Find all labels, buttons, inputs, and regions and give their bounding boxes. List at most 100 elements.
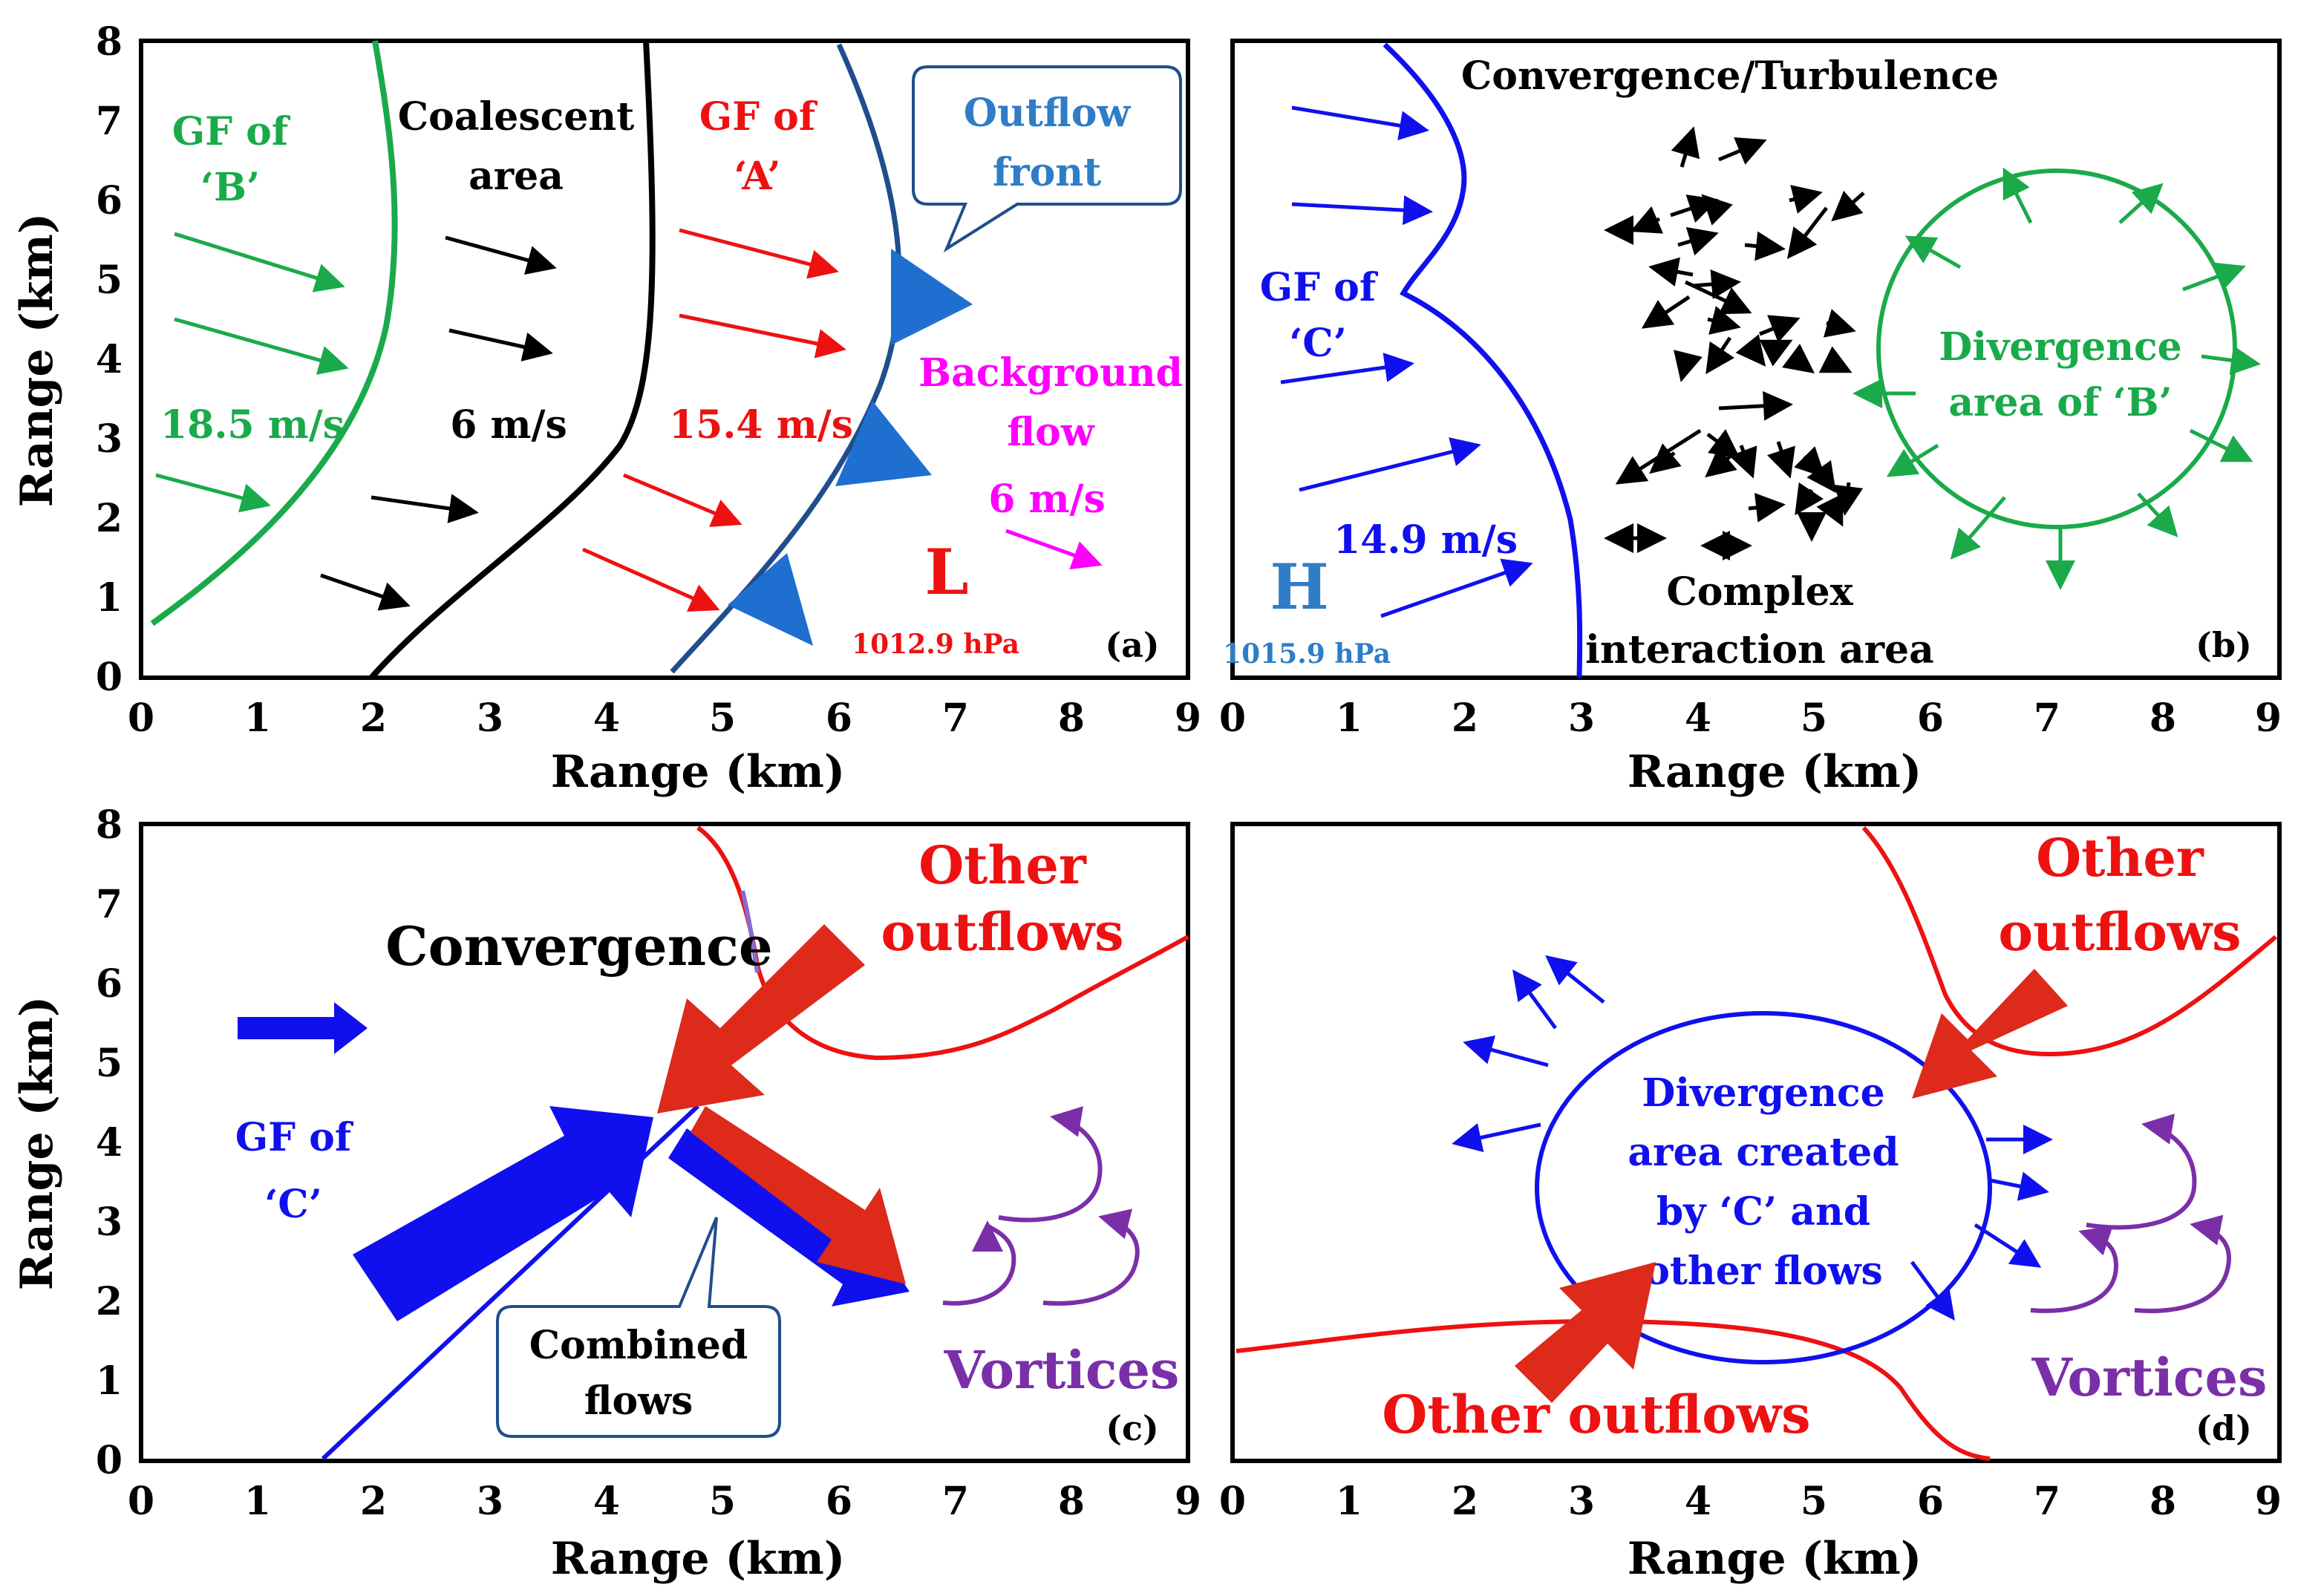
high-pressure-value: 1015.9 hPa — [1223, 638, 1391, 670]
wind-arrow — [371, 494, 479, 523]
vortex-arrow — [2134, 1214, 2231, 1313]
y-tick: 0 — [96, 655, 123, 700]
gf-b-label-2: ‘B’ — [200, 165, 260, 210]
other-outflow-boundary-overlap — [740, 890, 760, 973]
x-tick: 7 — [2034, 1479, 2060, 1524]
x-tick: 4 — [593, 1479, 620, 1524]
x-tick: 1 — [244, 696, 271, 741]
y-tick: 8 — [96, 19, 123, 65]
gf-c-arrows — [1280, 105, 1533, 618]
background-flow-arrow — [1005, 529, 1103, 569]
panel-b: 0 1 2 3 4 5 6 7 8 9 Range (km) GF of ‘C’… — [1219, 39, 2282, 798]
wind-arrow — [679, 228, 839, 279]
y-tick: 5 — [96, 258, 123, 303]
divergence-arrow — [1950, 496, 2006, 560]
wind-arrow — [445, 235, 557, 275]
x-tick: 0 — [1219, 1479, 1246, 1524]
background-flow-label-1: Background — [918, 350, 1183, 396]
wind-arrow — [155, 473, 271, 513]
wind-arrow — [1291, 105, 1429, 140]
x-tick: 9 — [1175, 696, 1201, 741]
low-pressure-value: 1012.9 hPa — [852, 629, 1019, 660]
panel-a: 0 1 2 3 4 5 6 7 8 0 1 2 3 4 5 6 7 8 9 Ra… — [11, 19, 1201, 798]
x-tick: 3 — [477, 1479, 503, 1524]
x-tick: 1 — [244, 1479, 271, 1524]
divergence-arrow — [1974, 1223, 2042, 1268]
divergence-d-label-4: other flows — [1644, 1249, 1883, 1294]
y-tick: 2 — [96, 1279, 123, 1324]
vortices-c-label: Vortices — [944, 1339, 1180, 1401]
x-tick: 3 — [477, 696, 503, 741]
vortex-arrow — [1042, 1209, 1140, 1306]
vortex-arrow — [998, 1106, 1103, 1223]
turbulence-arrow — [1833, 482, 1864, 516]
divergence-arrow — [1463, 1035, 1549, 1067]
turbulence-arrow — [1648, 257, 1694, 287]
vortex-arrow — [2086, 1113, 2197, 1230]
small-blue-arrow — [238, 1002, 368, 1054]
divergence-b-label-2: area of ‘B’ — [1948, 380, 2172, 425]
x-tick: 0 — [128, 696, 154, 741]
x-tick: 5 — [1801, 696, 1827, 741]
complex-label-2: interaction area — [1585, 627, 1934, 673]
turbulence-arrow — [1706, 429, 1740, 459]
low-pressure-symbol: L — [924, 535, 968, 609]
panel-b-tag: (b) — [2196, 625, 2252, 665]
y-tick: 3 — [96, 416, 123, 462]
x-tick: 2 — [1452, 696, 1478, 741]
x-tick: 9 — [2255, 696, 2282, 741]
y-tick: 1 — [96, 575, 123, 621]
wind-arrow — [174, 232, 345, 292]
turbulence-arrow — [1705, 447, 1737, 478]
panel-b-x-label: Range (km) — [1628, 746, 1922, 798]
wind-arrow — [623, 473, 742, 527]
x-tick: 8 — [2150, 1479, 2176, 1524]
turbulence-arrow — [1816, 493, 1844, 527]
speed-a: 15.4 m/s — [669, 402, 853, 448]
background-flow-label-2: flow — [1007, 410, 1094, 455]
x-tick: 5 — [1801, 1479, 1827, 1524]
panel-c-y-label: Range (km) — [11, 996, 63, 1291]
wind-arrow — [1291, 195, 1433, 226]
divergence-arrow — [1512, 969, 1558, 1030]
callout-bubble — [496, 1217, 781, 1438]
x-tick: 1 — [1336, 696, 1362, 741]
panel-d-tag: (d) — [2196, 1408, 2252, 1448]
convergence-turbulence-label: Convergence/Turbulence — [1461, 53, 1999, 99]
divergence-area-ellipse — [1535, 1011, 1992, 1364]
vortex-arrow — [2030, 1226, 2119, 1313]
vortices-d-label: Vortices — [2031, 1347, 2268, 1408]
divergence-b-arrows — [1853, 167, 2261, 590]
x-tick: 0 — [128, 1479, 154, 1524]
divergence-arrow — [2182, 262, 2246, 292]
turbulence-arrow — [1759, 339, 1793, 367]
other-outflow-big-arrow — [657, 924, 865, 1113]
combined-flows-label-1: Combined — [529, 1323, 748, 1368]
divergence-d-label-1: Divergence — [1642, 1070, 1885, 1116]
panel-a-tag: (a) — [1105, 625, 1159, 665]
y-tick: 1 — [96, 1358, 123, 1404]
divergence-arrow — [2189, 428, 2253, 462]
outflow-front-label-2: front — [993, 150, 1101, 195]
speed-coalescent: 6 m/s — [450, 402, 567, 448]
gf-a-label-2: ‘A’ — [734, 154, 780, 199]
divergence-arrow — [1886, 443, 1939, 477]
turbulence-arrow — [1729, 445, 1757, 479]
vortex-arrow — [942, 1220, 1016, 1306]
divergence-arrow — [2201, 345, 2261, 376]
x-tick: 7 — [942, 696, 969, 741]
gust-front-b-line — [150, 40, 398, 627]
panel-c-tag: (c) — [1106, 1408, 1159, 1448]
turbulence-arrow — [1806, 459, 1836, 494]
divergence-arrow — [1452, 1122, 1541, 1153]
turbulence-arrow — [1831, 190, 1865, 222]
wind-arrow — [320, 573, 411, 611]
turbulence-arrow — [1707, 306, 1741, 335]
wind-arrow — [1280, 353, 1414, 385]
double-arrows — [1604, 523, 1752, 560]
callout-bubble — [912, 65, 1182, 253]
panel-d: 0 1 2 3 4 5 6 7 8 9 Range (km) Divergenc… — [1219, 822, 2282, 1585]
divergence-arrow — [1989, 1171, 2049, 1201]
